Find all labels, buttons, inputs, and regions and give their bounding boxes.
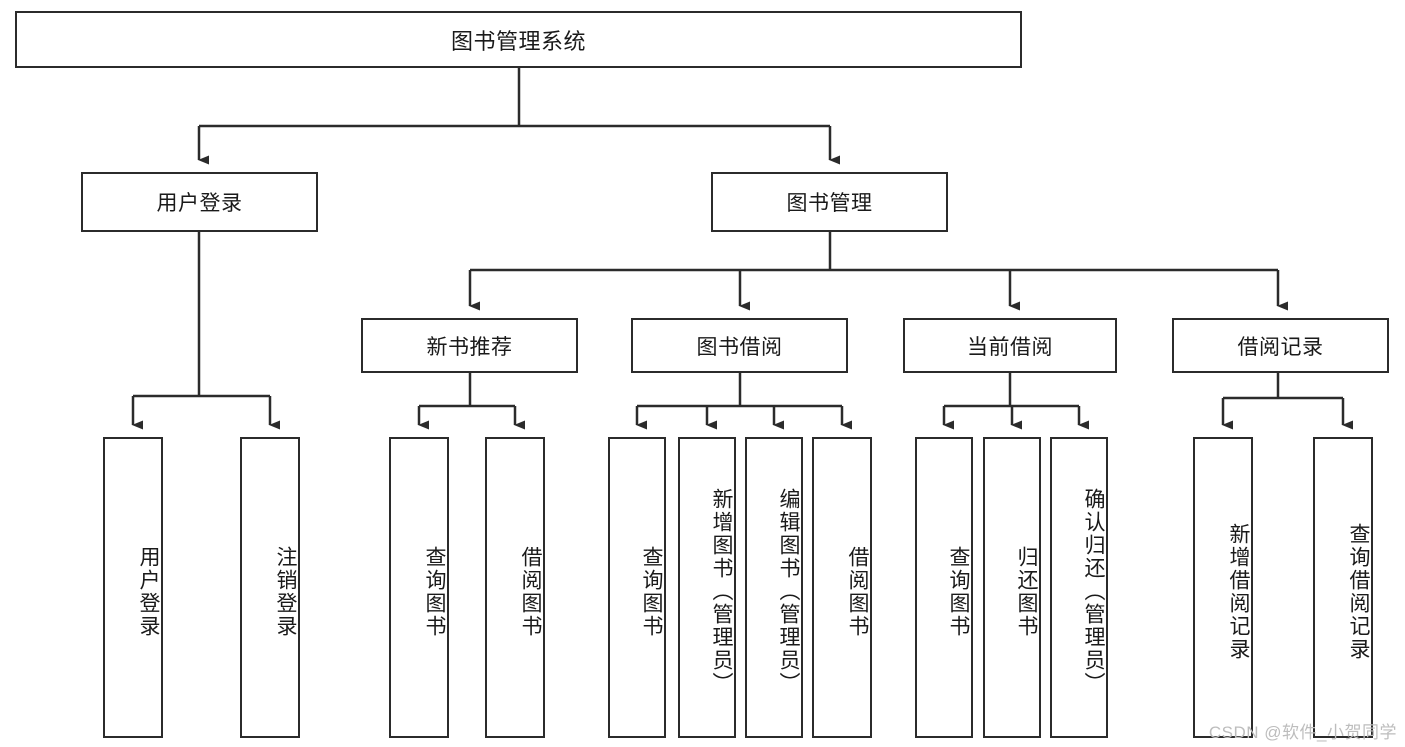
node-new-book-recommend[interactable]: 新书推荐	[361, 318, 578, 373]
node-label: 确认归还（管理员）	[1082, 488, 1105, 695]
edge-group-book-manage	[468, 232, 1288, 311]
edge-group-book-borrow	[635, 373, 852, 430]
node-label: 借阅图书	[846, 545, 869, 638]
node-label: 注销登录	[274, 545, 297, 638]
node-leaf-add-book-admin[interactable]: 新增图书（管理员）	[678, 437, 736, 738]
node-book-borrow[interactable]: 图书借阅	[631, 318, 848, 373]
node-label: 新增借阅记录	[1227, 522, 1250, 661]
csdn-watermark: CSDN @软件_小贺同学	[1208, 723, 1397, 742]
node-label: 图书管理	[786, 192, 873, 215]
edge-group-current-borrow	[942, 373, 1089, 430]
node-borrow-record[interactable]: 借阅记录	[1172, 318, 1389, 373]
node-label: 查询图书	[947, 545, 970, 638]
node-label: 查询图书	[423, 545, 446, 638]
edge-group-new-book-rec	[417, 373, 525, 430]
edge-group-root	[197, 68, 840, 165]
node-book-manage[interactable]: 图书管理	[711, 172, 948, 232]
node-leaf-return-book[interactable]: 归还图书	[983, 437, 1041, 738]
node-leaf-borrow-book[interactable]: 借阅图书	[812, 437, 872, 738]
edge-group-user-login	[131, 232, 280, 430]
node-current-borrow[interactable]: 当前借阅	[903, 318, 1117, 373]
node-label: 用户登录	[137, 545, 160, 638]
node-label: 当前借阅	[967, 335, 1053, 359]
node-leaf-query-book-recommend[interactable]: 查询图书	[389, 437, 449, 738]
node-label: 编辑图书（管理员）	[777, 488, 800, 695]
node-leaf-add-borrow-record[interactable]: 新增借阅记录	[1193, 437, 1253, 738]
node-label: 用户登录	[156, 192, 243, 215]
node-leaf-query-book-current[interactable]: 查询图书	[915, 437, 973, 738]
node-leaf-user-login[interactable]: 用户登录	[103, 437, 163, 738]
node-label: 借阅记录	[1237, 335, 1324, 359]
edge-group-borrow-record	[1221, 373, 1353, 430]
node-label: 查询借阅记录	[1347, 522, 1370, 661]
node-leaf-edit-book-admin[interactable]: 编辑图书（管理员）	[745, 437, 803, 738]
node-leaf-logout[interactable]: 注销登录	[240, 437, 300, 738]
node-label: 图书管理系统	[450, 28, 586, 54]
node-label: 归还图书	[1015, 545, 1038, 638]
node-label: 借阅图书	[519, 545, 542, 638]
node-leaf-confirm-return-admin[interactable]: 确认归还（管理员）	[1050, 437, 1108, 738]
node-user-login[interactable]: 用户登录	[81, 172, 318, 232]
node-label: 图书借阅	[696, 335, 783, 359]
node-root-system[interactable]: 图书管理系统	[15, 11, 1022, 68]
node-label: 新书推荐	[426, 335, 513, 359]
node-leaf-query-book-borrow[interactable]: 查询图书	[608, 437, 666, 738]
node-leaf-borrow-book-recommend[interactable]: 借阅图书	[485, 437, 545, 738]
node-label: 查询图书	[640, 545, 663, 638]
node-label: 新增图书（管理员）	[710, 488, 733, 695]
node-leaf-query-borrow-record[interactable]: 查询借阅记录	[1313, 437, 1373, 738]
